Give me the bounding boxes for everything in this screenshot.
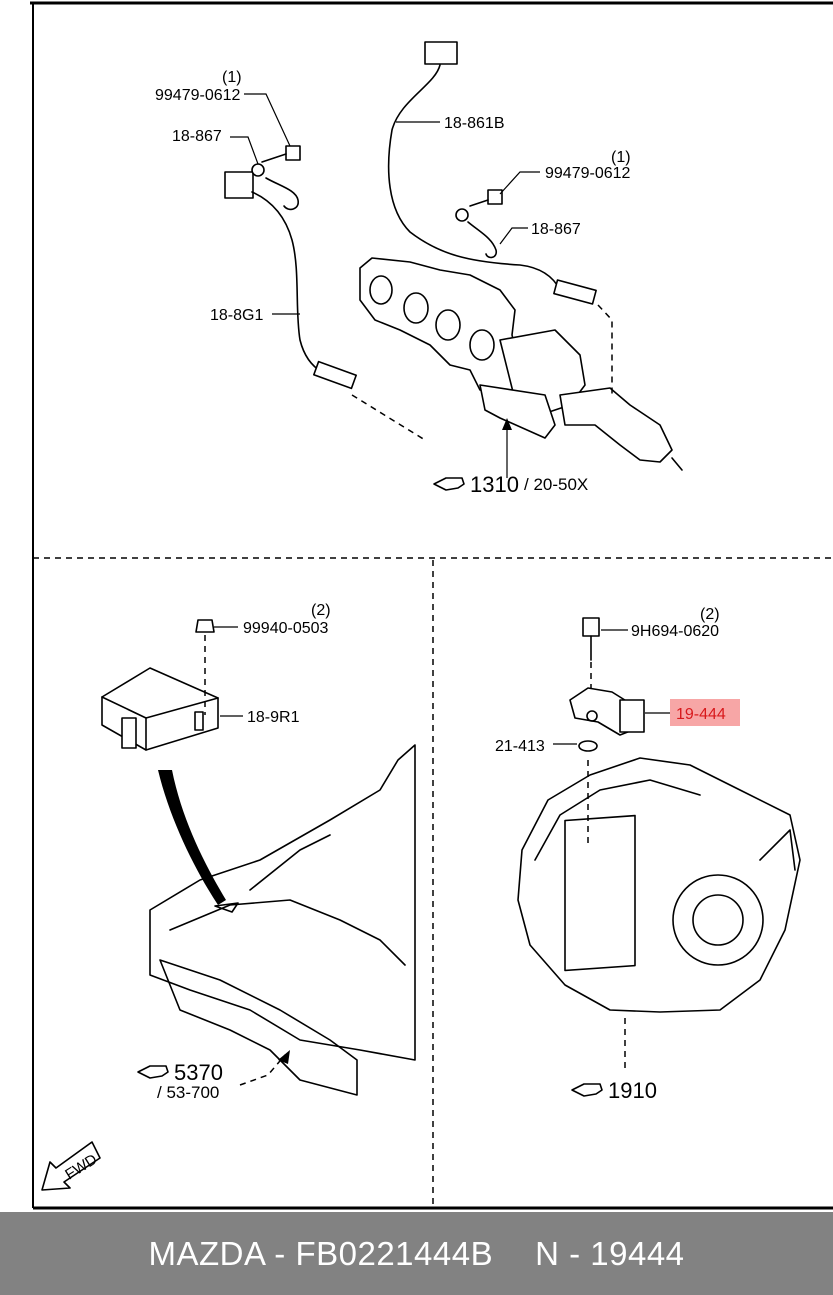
sensor-left-connector <box>224 171 254 199</box>
ref-trans: 1910 <box>608 1078 657 1103</box>
leader-bolt-right <box>499 171 540 195</box>
speed-sensor <box>569 687 645 736</box>
sensor-right-connector <box>424 41 458 65</box>
hand-pointer-icon <box>433 477 465 491</box>
label-nut: 99940-0503 <box>243 620 329 637</box>
ref-1310: 1310 / 20-50X <box>433 472 588 497</box>
body-contour-2 <box>249 834 331 891</box>
leader-term-left <box>230 136 259 165</box>
leader-bolt-left <box>244 93 291 147</box>
parts-diagram: (1) 99479-0612 18-867 18-8G1 18-861B (1)… <box>30 1 833 1210</box>
label-module: 18-9R1 <box>247 709 300 726</box>
nut-icon <box>195 619 215 633</box>
bolt-head <box>487 189 503 205</box>
terminal-ring <box>455 208 469 222</box>
label-qty-2b: (2) <box>700 606 720 623</box>
ref-5370: 5370 / 53-700 <box>137 1060 223 1102</box>
ref-body: 5370 <box>174 1060 223 1085</box>
oxygen-sensor-left <box>224 171 426 441</box>
module-tab <box>194 711 204 731</box>
label-qty-2a: (2) <box>311 602 331 619</box>
module-box <box>101 667 219 751</box>
sensor-left-wire <box>251 191 323 373</box>
sensor-right-body <box>553 279 597 305</box>
mount-arrow <box>158 770 226 905</box>
port-3 <box>435 309 461 341</box>
sensor-left-body <box>313 360 357 390</box>
label-sensor-left: 18-8G1 <box>210 307 263 324</box>
oring-icon <box>578 740 598 752</box>
bolt-shank <box>261 153 287 163</box>
transmission-group <box>517 757 801 1013</box>
label-bolt-sensor: 9H694-0620 <box>631 623 719 640</box>
sensor-connector <box>619 699 645 733</box>
arrow-body <box>278 1050 290 1064</box>
vehicle-body-group <box>149 744 416 1096</box>
label-term-left: 18-867 <box>172 128 222 145</box>
sensor-left-leader <box>351 394 426 441</box>
terminal-wire <box>467 221 498 259</box>
highlight-box[interactable] <box>670 699 740 726</box>
label-bolt-top-left: 99479-0612 <box>155 87 241 104</box>
input-shaft <box>692 894 744 946</box>
bolt-shank <box>469 199 489 207</box>
sensor-hole <box>586 710 598 722</box>
case-contour <box>534 779 701 861</box>
hand-pointer-icon <box>571 1083 603 1097</box>
body-contour-1 <box>169 899 406 966</box>
label-qty-1b: (1) <box>611 149 631 166</box>
port-1 <box>369 275 393 305</box>
bolt-head <box>582 617 600 637</box>
fwd-arrow: FWD <box>41 1141 101 1191</box>
manifold-bracket <box>479 384 556 439</box>
bolt-head <box>285 145 301 161</box>
footer-illustration-number: N - 19444 <box>535 1234 685 1272</box>
ref-1910: 1910 <box>571 1078 657 1103</box>
fwd-arrow-icon <box>41 1141 101 1191</box>
exhaust-manifold-group <box>359 257 683 471</box>
footer-part-number: MAZDA - FB0221444B <box>148 1234 494 1272</box>
control-module <box>101 667 219 751</box>
label-sensor-right: 18-861B <box>444 115 505 132</box>
sensor-right-leader <box>597 304 613 395</box>
transmission-case <box>517 757 801 1013</box>
label-oring: 21-413 <box>495 738 545 755</box>
module-connector <box>121 717 137 749</box>
exhaust-pipe <box>559 387 673 463</box>
ref-body-sub: / 53-700 <box>157 1083 219 1102</box>
label-sensor-highlight[interactable]: 19-444 <box>676 706 726 723</box>
ref-manifold-sub: / 20-50X <box>524 475 588 494</box>
body-panel <box>149 744 416 1061</box>
mount-point <box>214 902 239 913</box>
bell-housing <box>672 874 764 966</box>
bolt-top-right <box>455 189 503 259</box>
footer-bar: MAZDA - FB0221444B N - 19444 <box>0 1212 833 1295</box>
hand-pointer-icon <box>137 1065 169 1079</box>
arrow-manifold <box>502 418 512 430</box>
leader-body <box>239 1054 286 1086</box>
case-flange <box>759 829 796 871</box>
sensor-right-wire <box>387 64 561 291</box>
bolt-top-left <box>251 145 301 211</box>
body-lower-panel <box>159 959 358 1096</box>
port-2 <box>403 292 429 324</box>
label-qty-1a: (1) <box>222 69 242 86</box>
ref-manifold: 1310 <box>470 472 519 497</box>
terminal-ring <box>251 163 265 177</box>
port-4 <box>469 329 495 361</box>
leader-term-right <box>499 227 528 245</box>
label-bolt-top-right: 99479-0612 <box>545 165 631 182</box>
oxygen-sensor-right <box>387 41 613 395</box>
sensor-bolt <box>582 617 600 661</box>
label-term-right: 18-867 <box>531 221 581 238</box>
terminal-wire <box>265 177 299 211</box>
valve-body-cover <box>564 814 636 972</box>
pipe-tip <box>671 457 683 471</box>
